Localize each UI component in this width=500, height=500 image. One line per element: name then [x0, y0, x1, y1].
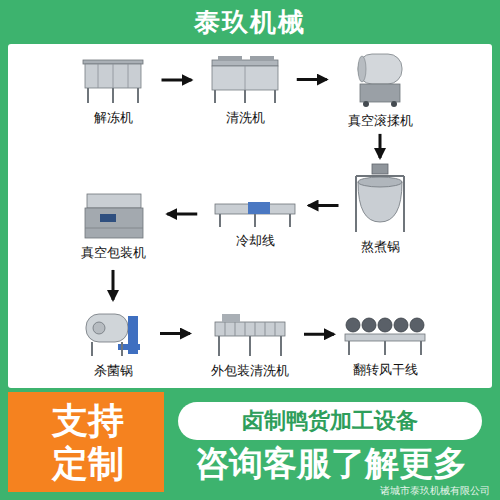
- machine-caption: 外包装清洗机: [211, 363, 289, 380]
- contact-slogan: 咨询客服了解更多: [170, 444, 492, 482]
- machine-caption: 真空包装机: [81, 245, 146, 262]
- flow-arrow: [167, 213, 197, 216]
- machine-caption: 冷却线: [236, 233, 275, 250]
- machine-picture-slot: [83, 55, 143, 105]
- machine-caption: 真空滚揉机: [348, 113, 413, 130]
- vacuum-packer-picture: [85, 194, 143, 238]
- flow-arrow: [309, 204, 339, 207]
- flow-arrow: [379, 134, 382, 158]
- machine-picture-slot: [77, 190, 150, 240]
- cooking-kettle-picture: [356, 164, 404, 232]
- custom-badge-text: 支持 定制: [48, 399, 128, 485]
- machine-station: 杀菌锅: [83, 308, 143, 380]
- vacuum-tumbler-picture: [358, 54, 402, 107]
- sterilizer-picture: [86, 314, 140, 356]
- package-washer-picture: [215, 314, 285, 356]
- machine-caption: 翻转风干线: [353, 362, 418, 379]
- machine-station: 翻转风干线: [345, 312, 425, 379]
- machine-station: 真空滚揉机: [344, 50, 417, 130]
- machine-picture-slot: [345, 312, 425, 357]
- machine-caption: 清洗机: [226, 110, 265, 127]
- machine-picture-slot: [344, 50, 417, 108]
- title: 泰玖机械: [194, 5, 306, 40]
- machine-station: 熬煮锅: [352, 162, 408, 256]
- machine-station: 外包装清洗机: [207, 310, 293, 380]
- product-tag: 卤制鸭货加工设备: [178, 402, 482, 440]
- flow-arrow: [162, 79, 192, 82]
- machine-caption: 解冻机: [94, 110, 133, 127]
- machine-station: 清洗机: [210, 55, 280, 127]
- machine-picture-slot: [207, 310, 293, 358]
- flow-arrow: [112, 270, 115, 300]
- machine-picture-slot: [210, 55, 280, 105]
- machine-station: 真空包装机: [77, 190, 150, 262]
- title-banner: 泰玖机械: [0, 0, 500, 44]
- flow-arrow: [304, 333, 334, 336]
- machine-picture-slot: [352, 162, 408, 234]
- air-dryer-picture: [345, 318, 425, 355]
- machine-caption: 杀菌锅: [94, 363, 133, 380]
- machine-picture-slot: [215, 198, 295, 228]
- machine-caption: 熬煮锅: [361, 239, 400, 256]
- watermark: 诸城市泰玖机械有限公司: [290, 485, 490, 497]
- machine-picture-slot: [83, 308, 143, 358]
- machine-station: 解冻机: [83, 55, 143, 127]
- machine-station: 冷却线: [215, 198, 295, 250]
- cooling-line-picture: [215, 202, 295, 227]
- thawing-machine-picture: [83, 60, 143, 103]
- flow-arrow: [297, 78, 327, 81]
- washing-machine-picture: [212, 56, 278, 103]
- flow-arrow: [160, 332, 190, 335]
